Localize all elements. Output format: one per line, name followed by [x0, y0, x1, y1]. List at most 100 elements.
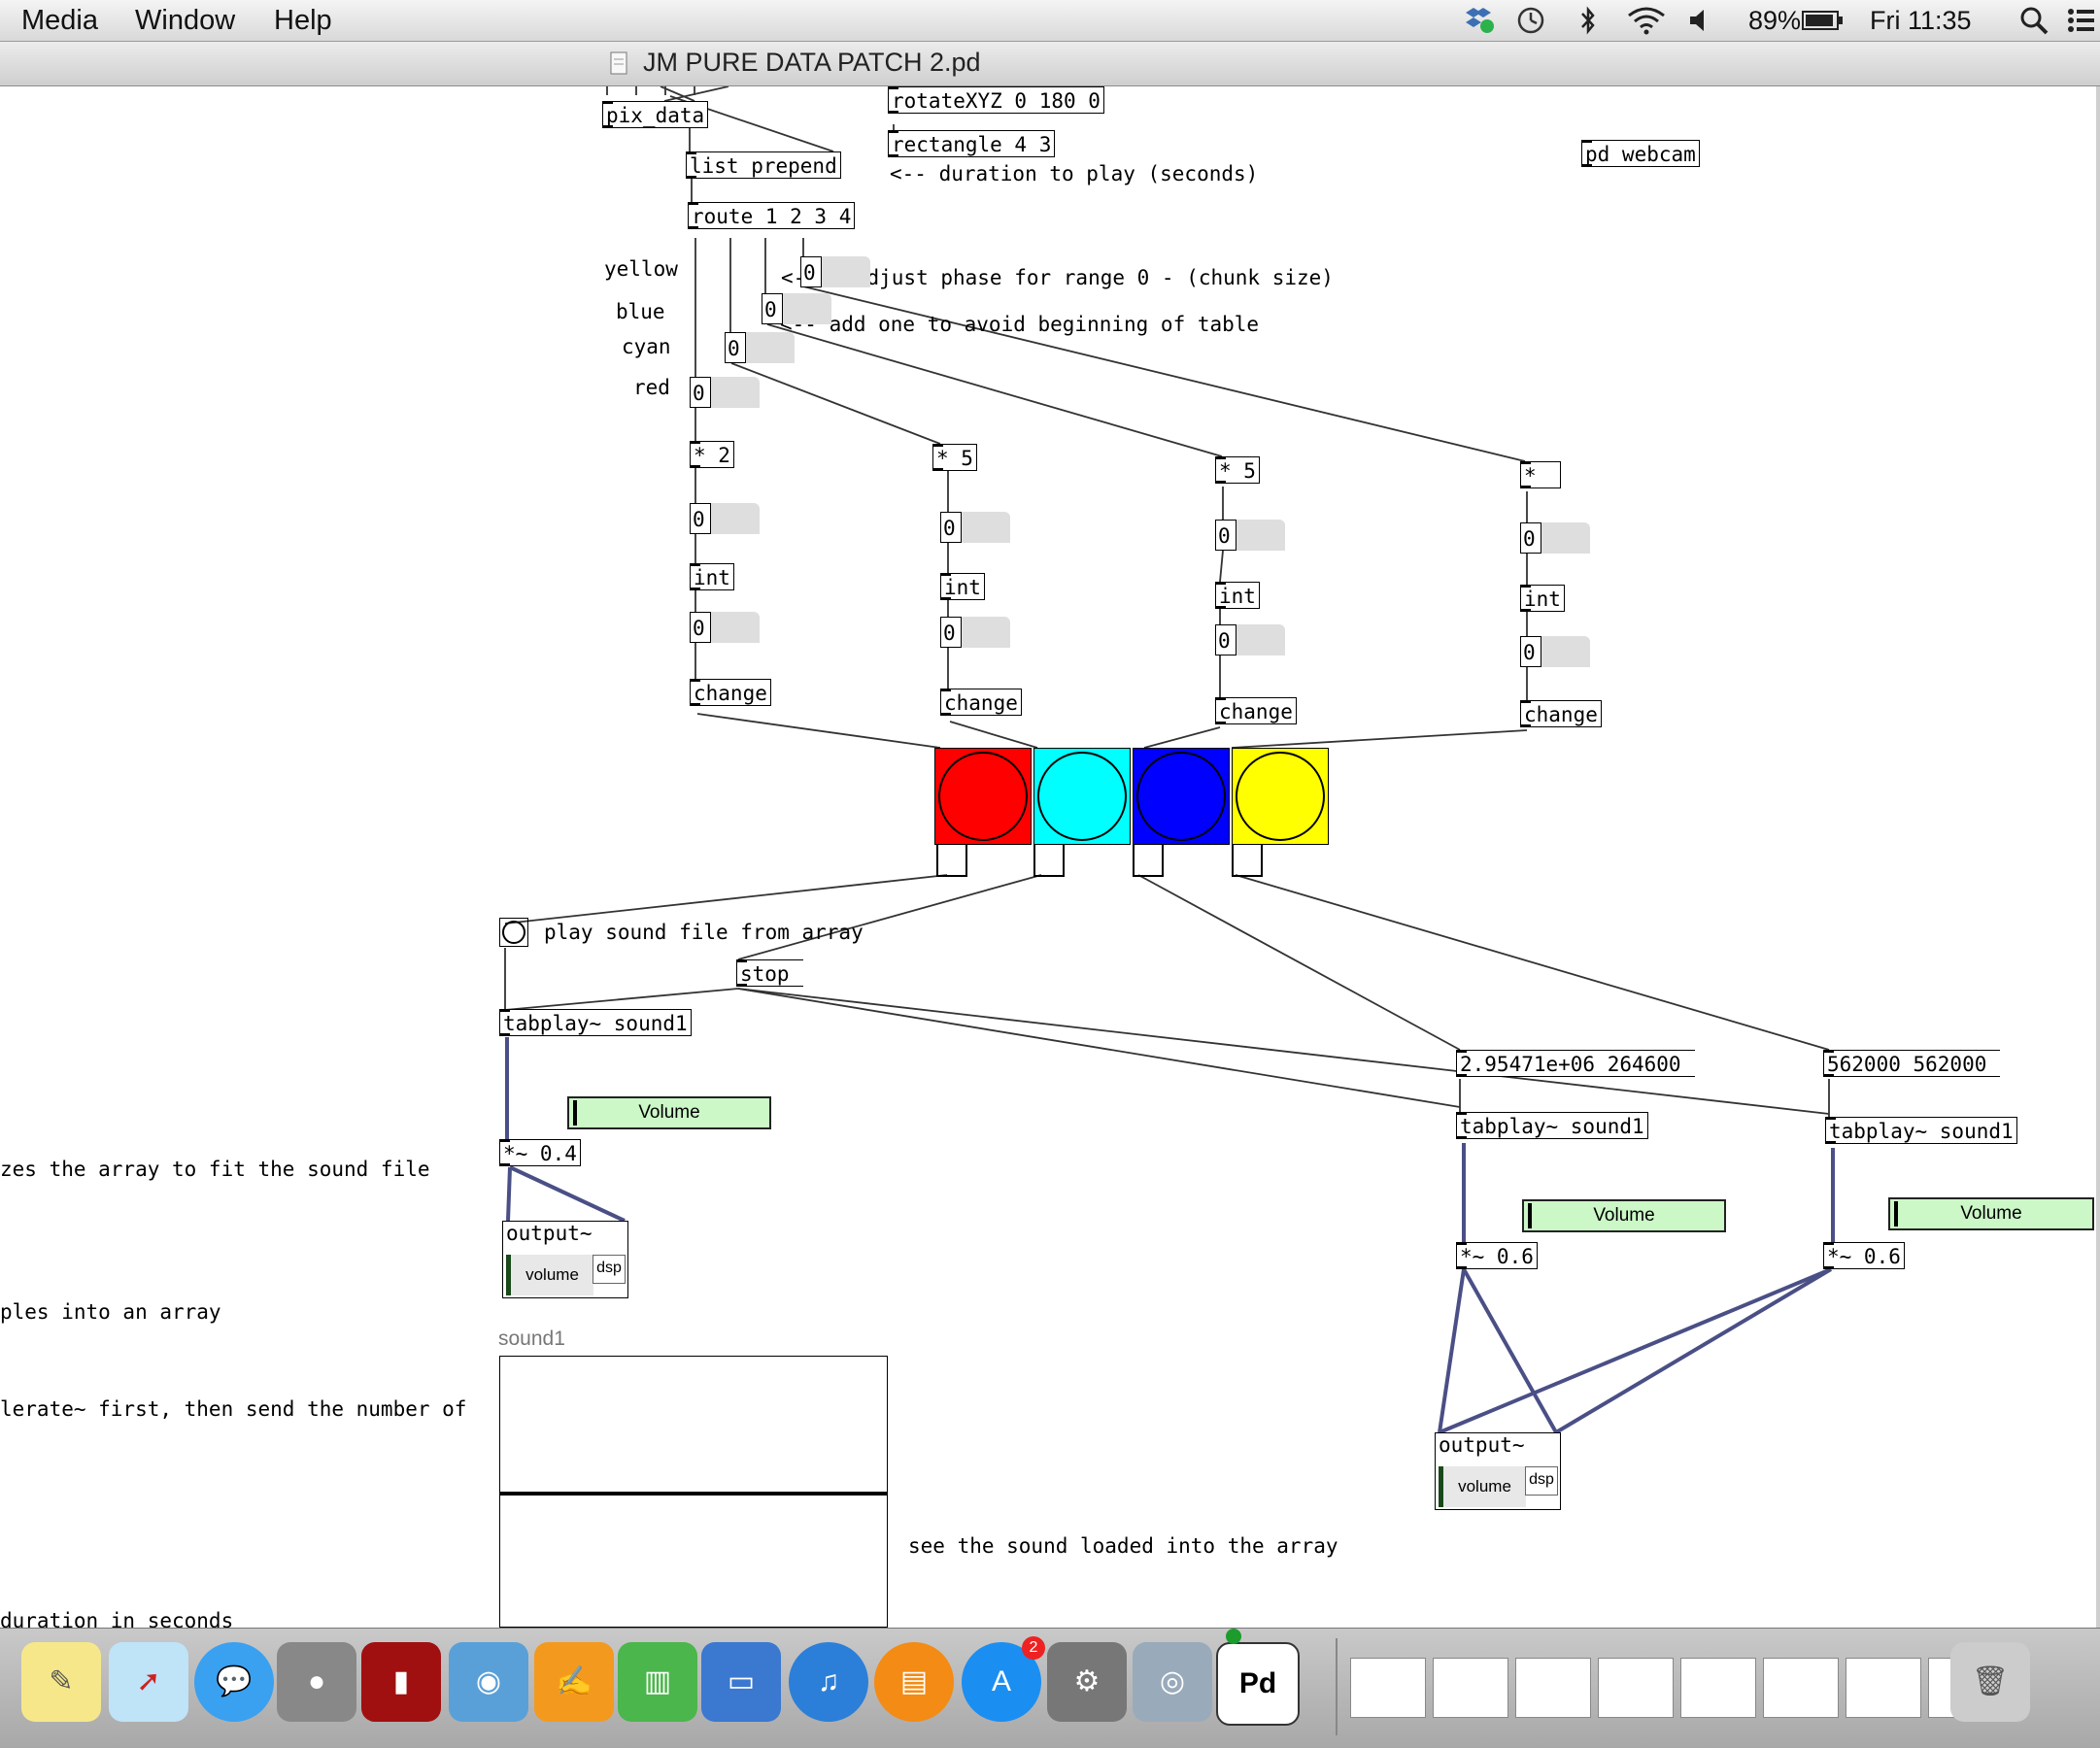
toggle-outlet	[1232, 844, 1263, 877]
sound1-array-graph[interactable]	[499, 1356, 888, 1628]
blue-label: blue	[616, 300, 665, 323]
clock[interactable]: Fri 11:35	[1870, 6, 1972, 35]
photobooth-icon[interactable]: ▮	[361, 1642, 441, 1722]
int-object[interactable]: int	[1520, 585, 1565, 612]
maps-icon[interactable]: ➚	[109, 1642, 188, 1722]
output-volume-slider[interactable]: volume	[1439, 1466, 1526, 1507]
puredata-icon[interactable]: Pd	[1216, 1642, 1300, 1726]
change-object[interactable]: change	[1520, 700, 1602, 727]
window-thumbnail[interactable]	[1763, 1658, 1839, 1718]
change-object[interactable]: change	[1215, 697, 1297, 724]
keynote-icon[interactable]: ▭	[701, 1642, 781, 1722]
signal-multiply-object[interactable]: *~ 0.6	[1456, 1242, 1538, 1269]
window-thumbnail[interactable]	[1433, 1658, 1508, 1718]
menu-window[interactable]: Window	[135, 5, 236, 36]
tabplay-object[interactable]: tabplay~ sound1	[1825, 1117, 2017, 1144]
bang-button[interactable]	[499, 918, 528, 947]
messages-icon[interactable]: 💬	[194, 1642, 274, 1722]
stop-message[interactable]: stop	[736, 959, 803, 987]
range-message[interactable]: 2.95471e+06 264600	[1456, 1050, 1695, 1077]
volume-slider[interactable]: Volume	[567, 1096, 771, 1129]
int-object[interactable]: int	[940, 573, 985, 600]
dsp-toggle[interactable]: dsp	[1525, 1466, 1558, 1496]
samples-comment: ples into an array	[0, 1300, 221, 1324]
window-thumbnail[interactable]	[1846, 1658, 1921, 1718]
tabplay-object[interactable]: tabplay~ sound1	[499, 1009, 692, 1036]
window-thumbnail[interactable]	[1515, 1658, 1591, 1718]
output-abstraction[interactable]: output~ volume dsp	[502, 1221, 628, 1298]
pix-data-object[interactable]: pix_data	[602, 101, 709, 128]
dropbox-icon[interactable]	[1462, 7, 1495, 34]
duration-comment: <-- duration to play (seconds)	[890, 162, 1259, 185]
time-machine-icon[interactable]	[1515, 6, 1546, 35]
tabplay-object[interactable]: tabplay~ sound1	[1456, 1112, 1648, 1139]
itunes-icon[interactable]: ♫	[789, 1642, 868, 1722]
route-object[interactable]: route 1 2 3 4	[688, 202, 856, 229]
running-indicator	[1226, 1629, 1241, 1644]
window-thumbnail[interactable]	[1598, 1658, 1674, 1718]
volume-slider[interactable]: Volume	[1522, 1199, 1726, 1232]
signal-multiply-object[interactable]: *~ 0.6	[1823, 1242, 1905, 1269]
bluetooth-icon[interactable]	[1577, 6, 1599, 35]
output-label: output~	[1439, 1433, 1525, 1457]
range-message[interactable]: 562000 562000	[1823, 1050, 2001, 1077]
preview-icon[interactable]: ◎	[1133, 1642, 1212, 1722]
readjust-comment: <-- readjust phase for range 0 - (chunk …	[781, 266, 1334, 289]
output-abstraction[interactable]: output~ volume dsp	[1435, 1432, 1561, 1510]
pages-icon[interactable]: ✍	[534, 1642, 614, 1722]
system-preferences-icon[interactable]: ⚙	[1047, 1642, 1127, 1722]
multiply-object[interactable]: *	[1520, 461, 1561, 488]
wifi-icon[interactable]	[1626, 6, 1667, 35]
battery-icon[interactable]	[1802, 10, 1845, 31]
cyan-toggle[interactable]	[1033, 748, 1131, 845]
window-thumbnail[interactable]	[1680, 1658, 1756, 1718]
volume-icon[interactable]	[1688, 8, 1711, 33]
see-sound-comment: see the sound loaded into the array	[908, 1534, 1338, 1558]
array-waveform	[500, 1492, 887, 1496]
menu-help[interactable]: Help	[274, 5, 332, 36]
int-object[interactable]: int	[690, 563, 734, 590]
output-volume-slider[interactable]: volume	[506, 1255, 593, 1295]
multiply-object[interactable]: * 5	[932, 444, 977, 471]
change-object[interactable]: change	[690, 679, 771, 706]
red-label: red	[633, 376, 670, 399]
document-icon[interactable]	[610, 51, 629, 77]
yellow-label: yellow	[604, 257, 678, 281]
rotatexyz-object[interactable]: rotateXYZ 0 180 0	[888, 86, 1104, 114]
facetime-icon[interactable]: ●	[277, 1642, 356, 1722]
yellow-toggle[interactable]	[1232, 748, 1329, 845]
numbers-icon[interactable]: ▥	[618, 1642, 697, 1722]
change-object[interactable]: change	[940, 689, 1022, 716]
notes-icon[interactable]: ✎	[21, 1642, 101, 1722]
blue-toggle[interactable]	[1133, 748, 1230, 845]
iphoto-icon[interactable]: ◉	[449, 1642, 528, 1722]
window-title-bar[interactable]: JM PURE DATA PATCH 2.pd	[0, 42, 2100, 86]
toggle-outlet	[1133, 844, 1164, 877]
ibooks-icon[interactable]: ▤	[874, 1642, 954, 1722]
multiply-object[interactable]: * 5	[1215, 456, 1260, 484]
battery-percent: 89%	[1748, 6, 1802, 35]
document-thumbnail[interactable]	[1350, 1658, 1426, 1718]
spotlight-search-icon[interactable]	[2018, 6, 2049, 35]
notification-center-icon[interactable]	[2067, 8, 2096, 33]
cyan-label: cyan	[622, 335, 671, 358]
pd-webcam-subpatch[interactable]: pd webcam	[1581, 140, 1700, 167]
int-object[interactable]: int	[1215, 582, 1260, 609]
menu-bar: Media Window Help 89% Fri 11:35	[0, 0, 2100, 42]
patch-canvas[interactable]: pix_data rotateXYZ 0 180 0 rectangle 4 3…	[0, 86, 2100, 1628]
dock-separator	[1336, 1638, 1338, 1735]
dsp-toggle[interactable]: dsp	[593, 1255, 626, 1284]
multiply-object[interactable]: * 2	[690, 441, 734, 468]
output-label: output~	[506, 1222, 593, 1245]
duration-seconds-comment: duration in seconds	[0, 1609, 234, 1628]
signal-multiply-object[interactable]: *~ 0.4	[499, 1139, 581, 1166]
trash-icon[interactable]: 🗑	[1950, 1642, 2030, 1722]
volume-slider[interactable]: Volume	[1888, 1197, 2094, 1230]
red-toggle[interactable]	[934, 748, 1032, 845]
list-prepend-object[interactable]: list prepend	[686, 151, 841, 179]
array-name-label: sound1	[498, 1328, 565, 1350]
rectangle-object[interactable]: rectangle 4 3	[888, 130, 1056, 157]
menu-media[interactable]: Media	[21, 5, 98, 36]
